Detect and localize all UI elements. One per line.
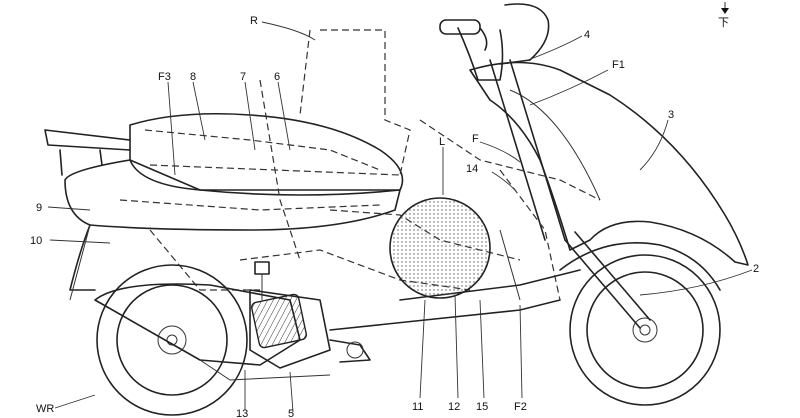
label-F3: F3: [158, 71, 171, 83]
direction-arrow: [721, 2, 729, 14]
label-10: 10: [30, 235, 42, 247]
label-2: 2: [753, 263, 759, 275]
reference-labels: R 4 3 F1 F3 8 7 6 F L 14 9 10 2 11 12 15…: [30, 15, 759, 418]
rear-wheel: [96, 264, 248, 416]
label-9: 9: [36, 202, 42, 214]
label-F1: F1: [612, 59, 625, 71]
seat-rear-body: [44, 112, 404, 301]
label-8: 8: [190, 71, 196, 83]
leader-lines: [47, 21, 753, 413]
label-3: 3: [668, 109, 674, 121]
label-F2: F2: [514, 401, 527, 413]
label-12: 12: [448, 401, 460, 413]
label-5: 5: [288, 408, 294, 418]
label-F: F: [472, 133, 479, 145]
front-wheel: [569, 254, 721, 406]
label-6: 6: [274, 71, 280, 83]
label-arrow-down: 下: [718, 17, 729, 29]
label-13: 13: [236, 408, 248, 418]
steering: [439, 3, 566, 241]
label-7: 7: [240, 71, 246, 83]
label-4: 4: [584, 29, 590, 41]
engine-unit: [94, 261, 371, 381]
front-cover: [469, 61, 749, 266]
label-14: 14: [466, 163, 478, 175]
fuel-tank: [389, 197, 491, 299]
label-15: 15: [476, 401, 488, 413]
front-fork: [559, 231, 721, 329]
label-L: L: [439, 136, 445, 148]
label-R: R: [250, 15, 258, 27]
label-11: 11: [412, 401, 423, 413]
label-WR: WR: [36, 403, 54, 415]
